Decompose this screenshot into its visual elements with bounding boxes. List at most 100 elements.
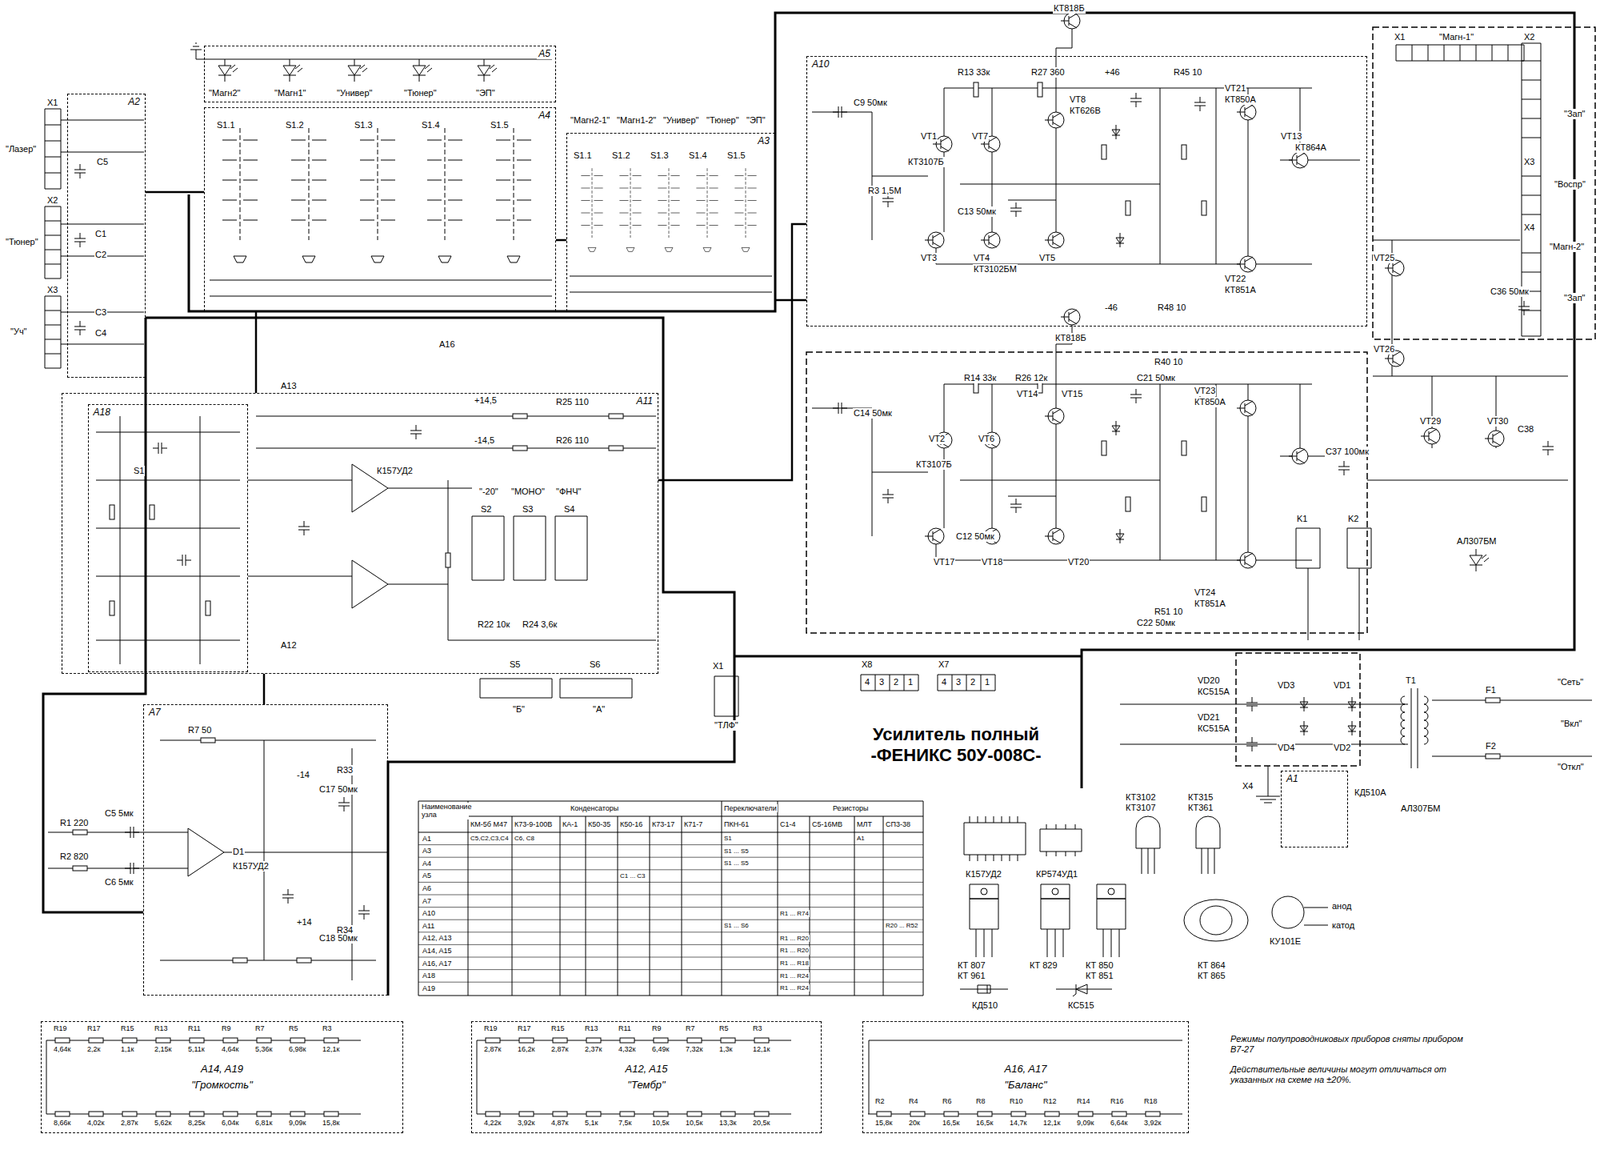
part-label: X4: [1523, 222, 1536, 233]
module-label: A12, A15: [623, 1062, 669, 1076]
part-label: КР574УД1: [1035, 868, 1079, 880]
module-label: A16, A17: [1002, 1062, 1048, 1076]
part-label: 12,1к: [321, 1044, 340, 1053]
part-label: 12,1к: [1042, 1118, 1061, 1127]
part-label: КТ 807: [956, 960, 987, 971]
part-label: +14,5: [473, 395, 498, 406]
part-label: X1: [46, 97, 59, 108]
part-label: "Зап": [1563, 292, 1587, 304]
part-label: X4: [1241, 780, 1254, 792]
part-label: VT15: [1060, 388, 1084, 400]
module-label: "Тембр": [625, 1078, 667, 1092]
resistor-strip: A16, A17"Баланс": [862, 1020, 1189, 1133]
part-label: VT1: [920, 131, 938, 142]
part-label: "ТЛФ": [713, 720, 740, 731]
part-label: S1: [723, 834, 733, 842]
part-label: A12: [280, 640, 298, 651]
part-label: КТ626В: [1068, 105, 1102, 116]
part-label: S1 ... S5: [723, 847, 750, 855]
capacitor-symbol: [74, 232, 86, 248]
part-label: R11: [187, 1024, 202, 1032]
part-label: КМ-5б М47: [469, 820, 508, 828]
part-label: R9: [220, 1024, 232, 1032]
part-label: КД510А: [1353, 787, 1388, 798]
part-label: R1 ... R74: [779, 909, 810, 917]
part-label: 2,2к: [86, 1044, 101, 1053]
part-label: КТ 865: [1196, 970, 1227, 981]
part-label: 1: [984, 676, 991, 688]
part-label: 7,5к: [617, 1118, 632, 1127]
part-label: R25 110: [555, 396, 590, 408]
part-label: R18: [1143, 1096, 1159, 1105]
part-label: VT20: [1067, 556, 1090, 568]
resistor-symbol: [608, 445, 624, 451]
amplifier-channel: [812, 12, 1360, 272]
part-label: T1: [1404, 675, 1417, 686]
module-outline: [806, 27, 1596, 766]
part-label: "Вкл": [1560, 718, 1584, 729]
part-label: A11: [421, 921, 436, 930]
part-label: VD20: [1196, 675, 1221, 686]
led-symbol: [477, 59, 497, 82]
part-label: К157УД2: [964, 868, 1003, 880]
part-label: 2: [892, 676, 900, 688]
part-label: 13,3к: [718, 1118, 737, 1127]
transistor-outline: [969, 816, 1328, 957]
module-label: A7: [147, 706, 163, 718]
part-label: R10: [1008, 1096, 1024, 1105]
part-label: C37 100мк: [1324, 446, 1370, 457]
part-label: A1: [856, 834, 866, 842]
part-label: КТ315: [1187, 792, 1214, 803]
part-label: C12 50мк: [955, 531, 996, 542]
part-label: 8,25к: [187, 1118, 206, 1127]
signal-bus: [556, 239, 567, 242]
part-label: A14, A15: [421, 946, 453, 955]
part-label: ПКН-61: [723, 820, 750, 828]
part-label: S1 ... S6: [723, 921, 750, 929]
part-label: C21 50мк: [1136, 372, 1176, 384]
part-label: X1: [712, 660, 724, 672]
part-label: +46: [1104, 67, 1121, 78]
part-label: VT5: [1038, 252, 1056, 264]
part-label: 3,92к: [1143, 1118, 1162, 1127]
part-label: A3: [421, 846, 432, 855]
part-label: КТ 829: [1028, 960, 1059, 971]
part-label: R13: [153, 1024, 169, 1032]
part-label: C17 50мк: [318, 784, 359, 795]
part-label: C18 50мк: [318, 932, 359, 944]
signal-bus: [658, 224, 807, 480]
part-label: A5: [421, 871, 432, 880]
led-symbol: [1469, 548, 1489, 572]
part-label: C13 50мк: [956, 206, 997, 217]
part-label: "ЭП": [475, 88, 496, 99]
signal-bus: [145, 191, 204, 194]
part-label: КС515А: [1196, 686, 1231, 697]
part-label: R15: [550, 1024, 566, 1032]
part-label: -14: [296, 769, 311, 780]
part-label: VD1: [1332, 680, 1352, 691]
led-symbol: [412, 59, 432, 82]
part-label: КТ818Б: [1054, 332, 1088, 344]
module-label: A5: [536, 48, 552, 60]
capacitor-symbol: [1338, 460, 1350, 476]
part-label: К50-16: [619, 820, 644, 828]
part-label: C2: [94, 249, 108, 260]
resistor-symbol: [296, 957, 312, 963]
part-label: S3: [521, 504, 534, 515]
part-label: 2,87к: [483, 1044, 502, 1053]
part-label: "А": [592, 704, 606, 715]
part-label: S1.4: [688, 150, 708, 161]
part-label: A18: [421, 971, 436, 980]
capacitor-symbol: [1246, 696, 1258, 712]
capacitor-symbol: [124, 826, 140, 838]
part-label: S1.1: [572, 150, 593, 161]
part-label: VT22: [1224, 273, 1247, 284]
part-label: АЛ307БМ: [1400, 803, 1442, 814]
part-label: X2: [1523, 32, 1536, 43]
part-label: 4,02к: [86, 1118, 105, 1127]
module-outline: A18: [88, 404, 248, 672]
part-label: КА-1: [561, 820, 579, 828]
part-label: 6,49к: [651, 1044, 670, 1053]
led-symbol: [218, 59, 238, 82]
part-label: R1 220: [59, 817, 89, 828]
